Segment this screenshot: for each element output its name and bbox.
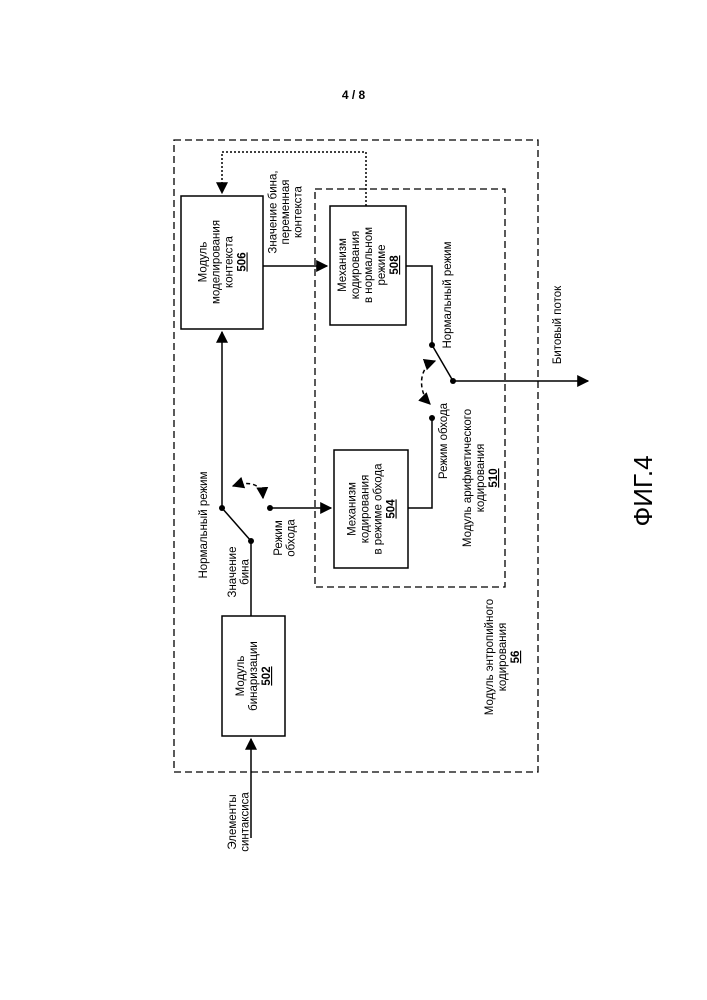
bypass-engine-out [408, 418, 432, 508]
bypass-mode-2-label: Режим обхода [438, 402, 450, 479]
regular-engine-out [406, 266, 432, 345]
binarization-label-number: 502 [261, 666, 273, 685]
regular-mode-1-label: Нормальный режим [198, 471, 210, 578]
switch-blade-2 [432, 345, 453, 381]
arithmetic-module-label: Модуль арифметическогокодирования510 [462, 409, 500, 547]
switch-toggle-arc-2 [422, 361, 435, 404]
bypass-contact-2 [429, 415, 435, 421]
bypass-engine-label-number: 504 [386, 499, 398, 519]
arithmetic-module-label-number: 510 [488, 468, 500, 487]
entropy-module-label-number: 56 [510, 651, 522, 664]
bitstream-label: Битовый поток [552, 285, 564, 364]
regular-engine-label-number: 508 [389, 255, 401, 275]
bypass-mode-1-label: Режимобхода [273, 519, 298, 557]
context-modeling-label-number: 506 [237, 252, 249, 271]
figure-label: ФИГ.4 [628, 455, 658, 526]
syntax-elements-label: Элементысинтаксиса [227, 792, 252, 852]
regular-mode-2-label: Нормальный режим [442, 241, 454, 348]
entropy-module-label: Модуль энтропийногокодирования56 [484, 599, 522, 715]
switch-blade-1 [222, 508, 251, 541]
switch-pivot-1 [248, 538, 254, 544]
bin-value-context-label: Значение бина,переменнаяконтекста [268, 170, 305, 253]
switch-toggle-arc-1 [233, 484, 263, 498]
bin-value-label: Значениебина [227, 547, 252, 598]
